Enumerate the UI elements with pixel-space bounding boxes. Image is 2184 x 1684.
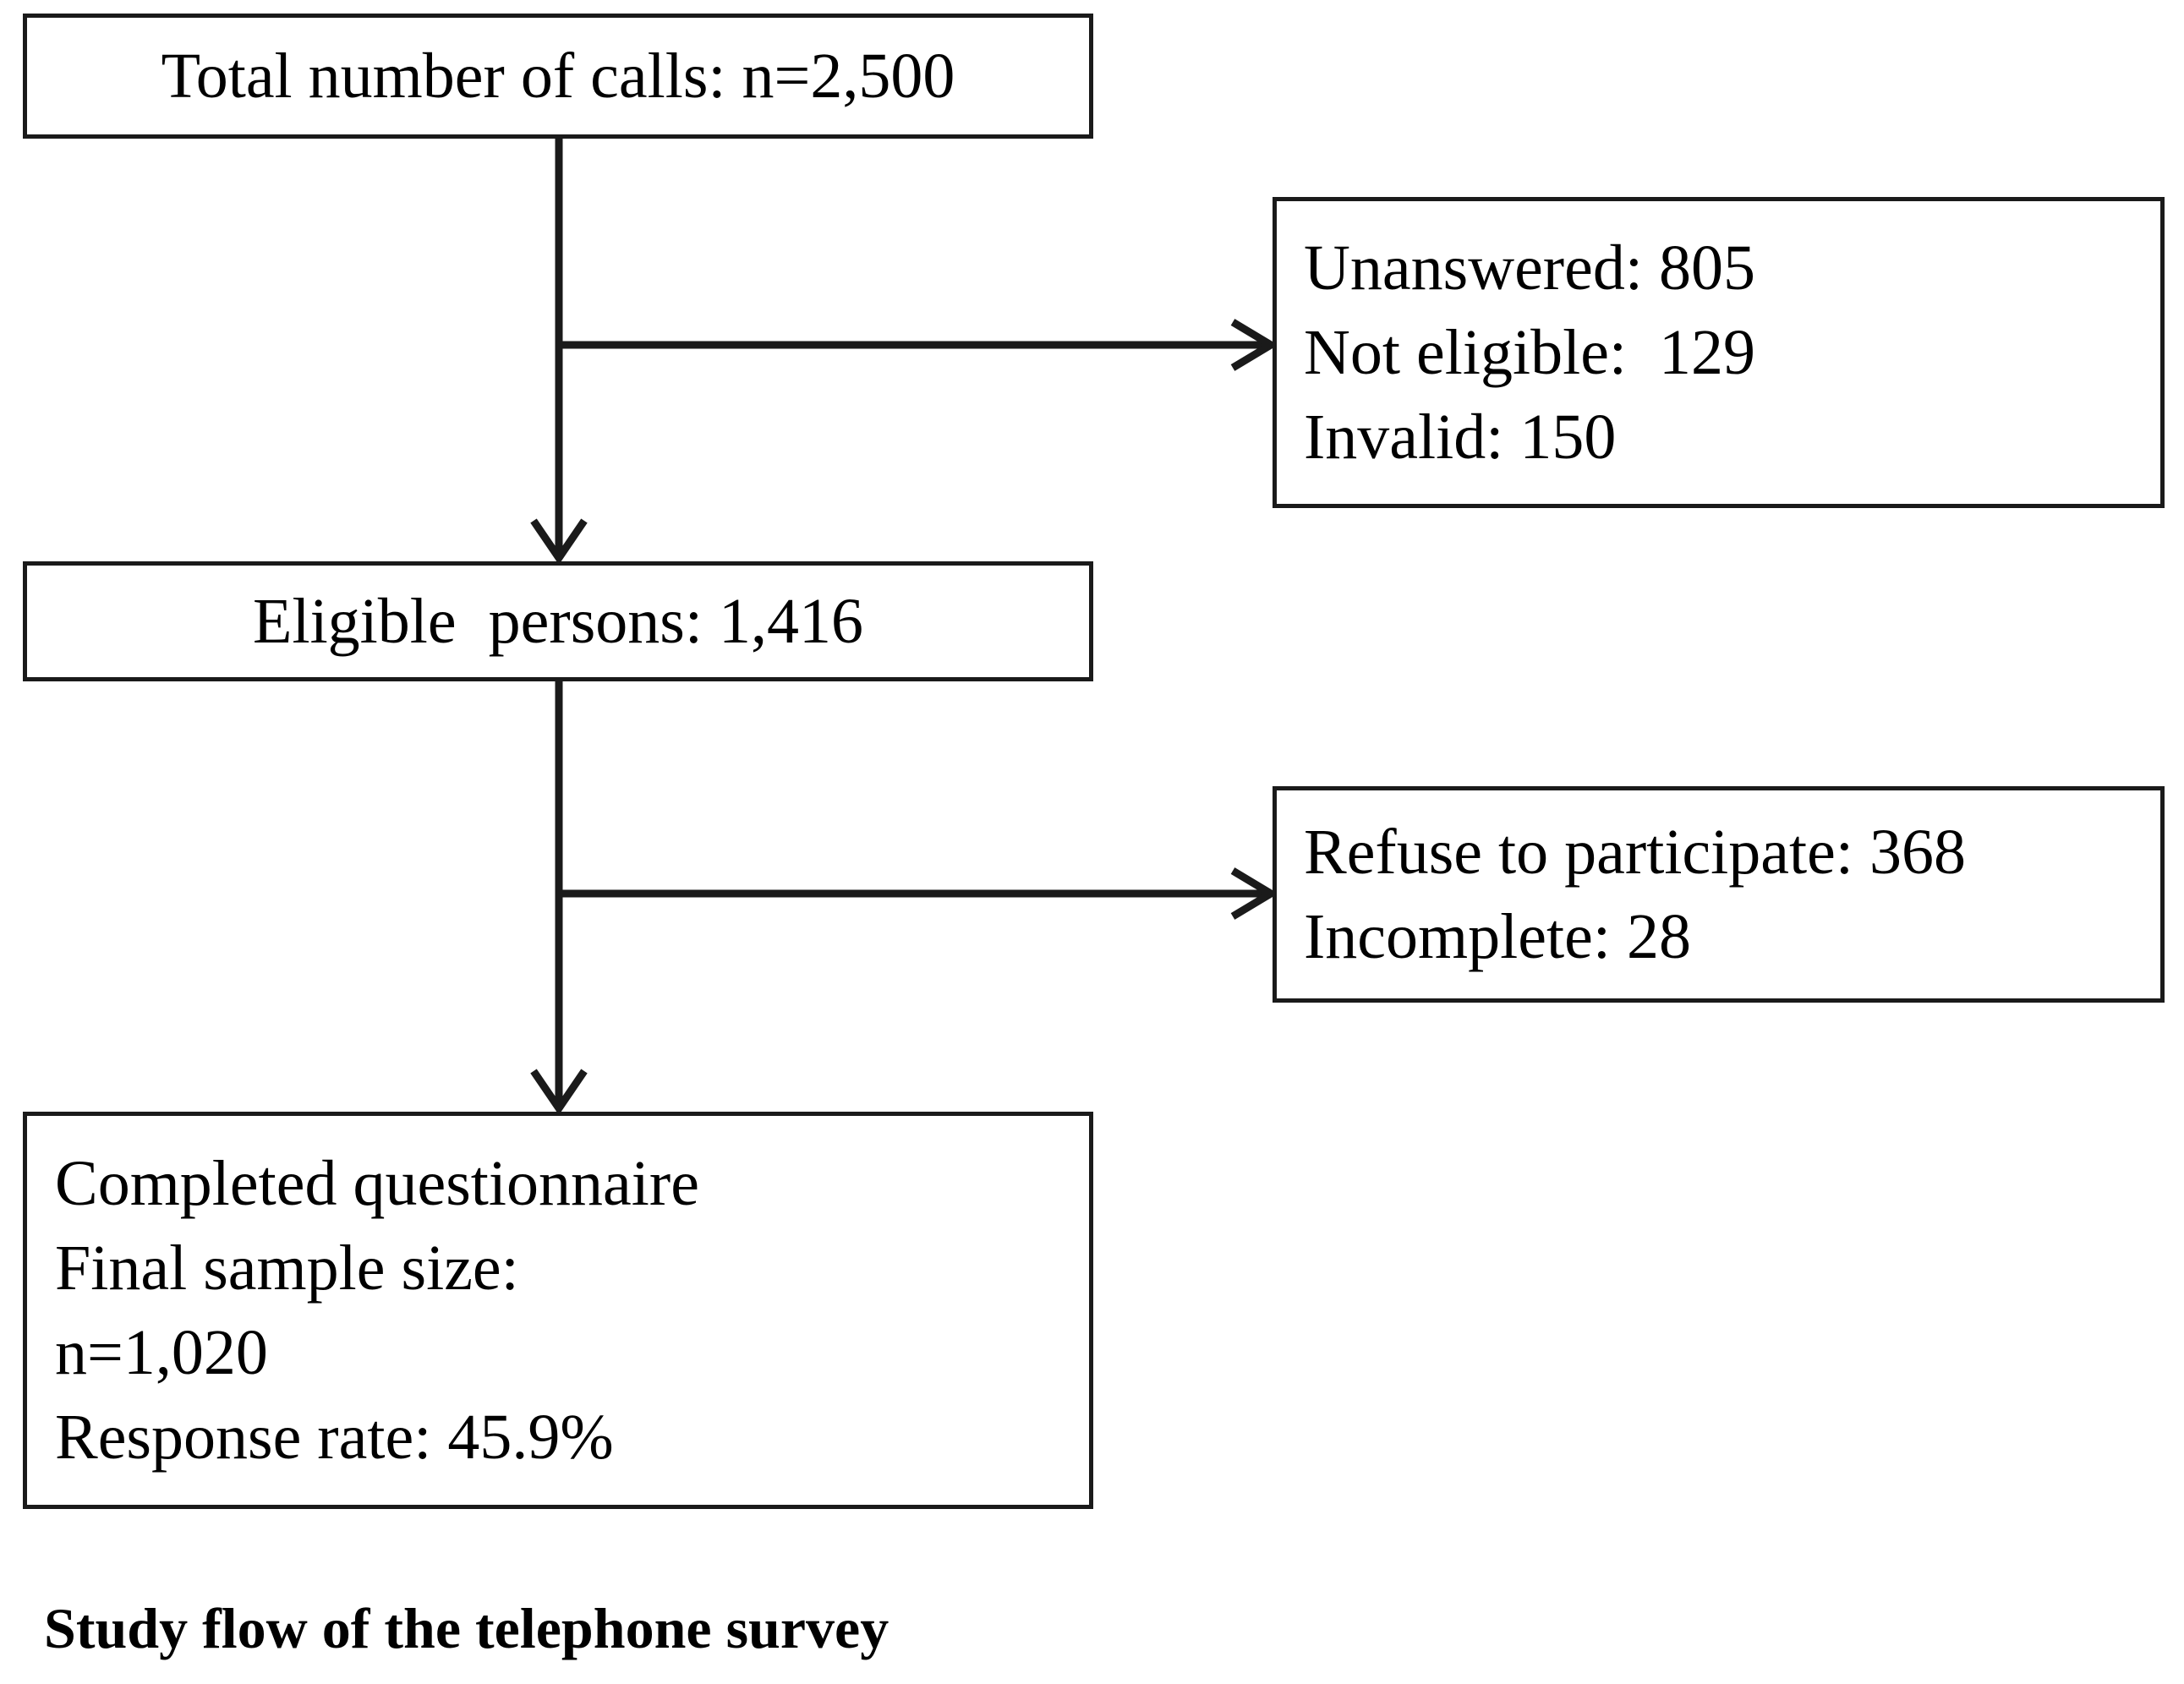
arrowhead-right-excluded-persons (1230, 867, 1278, 920)
node-excluded-calls-line-3: Invalid: 150 (1304, 402, 1617, 473)
node-completed-questionnaire: Completed questionnaire Final sample siz… (23, 1112, 1093, 1509)
figure-caption: Study flow of the telephone survey (44, 1596, 889, 1660)
node-excluded-persons: Refuse to participate: 368 Incomplete: 2… (1273, 786, 2165, 1003)
node-excluded-calls-line-1: Unanswered: 805 (1304, 232, 1755, 303)
node-total-calls-line-1: Total number of calls: n=2,500 (161, 41, 955, 112)
node-completed-line-1: Completed questionnaire (55, 1148, 699, 1219)
node-total-calls: Total number of calls: n=2,500 (23, 14, 1093, 139)
arrowhead-down-completed (530, 1069, 588, 1115)
arrowhead-down-eligible (530, 518, 588, 565)
node-completed-line-4: Response rate: 45.9% (55, 1402, 614, 1473)
node-excluded-persons-line-1: Refuse to participate: 368 (1304, 817, 1966, 888)
node-eligible-persons-line-1: Eligible persons: 1,416 (253, 586, 863, 657)
node-completed-line-2: Final sample size: (55, 1233, 519, 1304)
node-completed-line-3: n=1,020 (55, 1317, 268, 1388)
node-eligible-persons: Eligible persons: 1,416 (23, 561, 1093, 681)
node-excluded-calls-line-2: Not eligible: 129 (1304, 317, 1756, 388)
node-excluded-persons-line-2: Incomplete: 28 (1304, 901, 1691, 972)
arrowhead-right-excluded-calls (1230, 319, 1278, 371)
node-excluded-calls: Unanswered: 805 Not eligible: 129 Invali… (1273, 197, 2165, 508)
